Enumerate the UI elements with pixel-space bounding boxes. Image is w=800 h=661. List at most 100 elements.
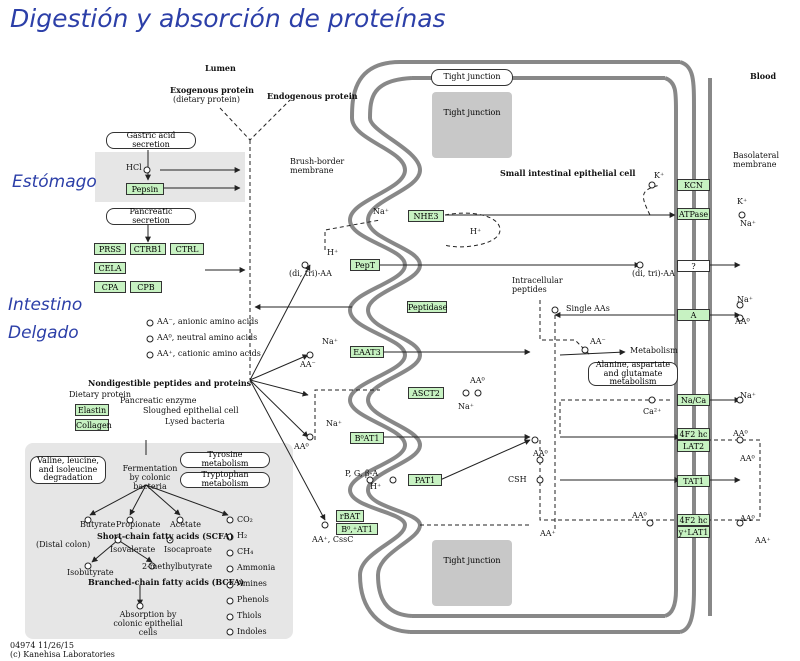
transporter-atpase[interactable]: ATPase [677, 208, 710, 220]
transporter-lat2[interactable]: LAT2 [677, 440, 710, 452]
aa-zero-cell: AA⁰ [533, 449, 548, 458]
aa-zero-b0at1: AA⁰ [294, 442, 309, 451]
transporter-ylat1[interactable]: y⁺LAT1 [677, 526, 710, 538]
pancreatic-enzyme-label: Pancreatic enzyme [120, 396, 197, 405]
nondigestible-title: Nondigestible peptides and proteins [88, 378, 252, 388]
aa-zero-lat2: AA⁰ [733, 429, 748, 438]
ion-h-pat1: H⁺ [370, 482, 382, 491]
transporter-b0at1[interactable]: B⁰AT1 [350, 432, 384, 444]
gas-ch4: CH₄ [237, 547, 254, 556]
ion-na-a-1: Na⁺ [737, 295, 753, 304]
endogenous-protein: Endogenous protein [267, 91, 358, 101]
lumen-label: Lumen [205, 63, 236, 73]
tyrosine-metabolism-box[interactable]: Tyrosine metabolism [180, 450, 270, 468]
aa-anionic: AA⁻, anionic amino acids [157, 317, 259, 326]
aa-zero-ylat1-blood: AA⁰ [740, 514, 755, 523]
tryptophan-metabolism-box[interactable]: Tryptophan metabolism [180, 470, 270, 488]
transporter-eaat3[interactable]: EAAT3 [350, 346, 384, 358]
transporter-asct2[interactable]: ASCT2 [408, 387, 444, 399]
scfa-label: Short-chain fatty acids (SCFA) [97, 531, 234, 541]
enzyme-ctrl[interactable]: CTRL [170, 243, 204, 255]
transporter-pept[interactable]: PepT [350, 259, 380, 271]
transporter-na-ca[interactable]: Na/Ca [677, 394, 710, 406]
pancreatic-secretion-box[interactable]: Pancreatic secretion [106, 207, 196, 225]
transporter-kcn[interactable]: KCN [677, 179, 710, 191]
transporter-4f2hc-1[interactable]: 4F2 hc [677, 428, 710, 440]
gas-phenols: Phenols [237, 595, 269, 604]
di-tri-aa-blood: (di, tri)-AA [632, 269, 675, 278]
butyrate-label: Butyrate [80, 520, 116, 529]
intracellular-peptides: Intracellular peptides [512, 276, 563, 294]
region-label-stomach: Estómago [12, 172, 97, 192]
gas-thiols: Thiols [237, 611, 262, 620]
enzyme-cela[interactable]: CELA [94, 262, 126, 274]
aa-minus-metabolism: AA⁻ [590, 337, 606, 346]
gastric-acid-secretion-box[interactable]: Gastric acid secretion [106, 131, 196, 149]
glutamate-metabolism-box[interactable]: Alanine, aspartate and glutamate metabol… [588, 360, 678, 386]
basolateral-membrane [664, 76, 678, 618]
page-title: Digestión y absorción de proteínas [10, 4, 446, 33]
di-tri-aa-lumen: (di, tri)-AA [289, 269, 332, 278]
gas-amines: Amines [237, 579, 267, 588]
enzyme-prss[interactable]: PRSS [94, 243, 126, 255]
transporter-b0plus-at1[interactable]: B⁰,⁺AT1 [336, 523, 378, 535]
methylbutyrate-label: 2-methylbutyrate [142, 562, 213, 571]
transporter-unknown[interactable]: ? [677, 260, 710, 272]
ion-na-naca: Na⁺ [740, 391, 756, 400]
fermentation-label: Fermentation by colonic bacteria [122, 464, 178, 491]
apical-membrane-outer [347, 60, 411, 634]
basolateral-label: Basolateral membrane [733, 151, 779, 169]
aa-plus-cssc: AA⁺, CssC [312, 535, 354, 544]
aa-neutral: AA⁰, neutral amino acids [157, 333, 258, 342]
sloughed-cell-label: Sloughed epithelial cell [143, 406, 239, 415]
elastin-box[interactable]: Elastin [75, 404, 109, 416]
propionate-label: Propionate [116, 520, 161, 529]
bcfa-label: Branched-chain fatty acids (BCFA) [88, 577, 244, 587]
enzyme-cpb[interactable]: CPB [130, 281, 162, 293]
csh-label: CSH [508, 475, 527, 484]
aa-plus-blood: AA⁺ [755, 536, 771, 545]
aa-zero-ylat1: AA⁰ [632, 511, 647, 520]
valine-degradation-box[interactable]: Valine, leucine, and isoleucine degradat… [30, 456, 106, 484]
ion-na-eaat3: Na⁺ [322, 337, 338, 346]
ion-na-asct2: Na⁺ [458, 402, 474, 411]
ion-k-atpase: K⁺ [737, 197, 748, 206]
transporter-pat1[interactable]: PAT1 [408, 474, 442, 486]
colon-region [25, 443, 293, 639]
isocaproate-label: Isocaproate [164, 545, 212, 554]
aa-zero-asct2: AA⁰ [470, 376, 485, 385]
transporter-rbat[interactable]: rBAT [336, 510, 364, 522]
cell-label: Small intestinal epithelial cell [500, 168, 636, 178]
transporter-tat1[interactable]: TAT1 [677, 475, 710, 487]
ion-na-nhe3: Na⁺ [373, 207, 389, 216]
enzyme-peptidase[interactable]: Peptidase [407, 301, 448, 313]
distal-colon-label: (Distal colon) [36, 540, 91, 549]
isovalerate-label: Isovalerate [110, 545, 156, 554]
basolateral-membrane-2 [679, 60, 696, 634]
ion-ca-naca: Ca²⁺ [643, 407, 662, 416]
dietary-protein-label: Dietary protein [69, 390, 131, 399]
tight-junction-legend[interactable]: Tight junction [431, 69, 513, 86]
stomach-region [95, 152, 245, 202]
collagen-box[interactable]: Collagen [75, 419, 112, 431]
transporter-4f2hc-2[interactable]: 4F2 hc [677, 514, 710, 526]
pepsin-box[interactable]: Pepsin [126, 183, 164, 195]
transporter-a[interactable]: A [677, 309, 710, 321]
tight-junction-top: Tight junction [432, 92, 512, 158]
aa-cationic: AA⁺, cationic amino acids [157, 349, 261, 358]
region-label-intestine: Intestino [8, 295, 83, 315]
region-label-small: Delgado [8, 323, 79, 343]
ion-na-atpase: Na⁺ [740, 219, 756, 228]
gas-indoles: Indoles [237, 627, 267, 636]
exogenous-protein-sub: (dietary protein) [173, 95, 240, 104]
enzyme-ctrb1[interactable]: CTRB1 [130, 243, 166, 255]
ion-na-b0at1: Na⁺ [326, 419, 342, 428]
transporter-nhe3[interactable]: NHE3 [408, 210, 444, 222]
enzyme-cpa[interactable]: CPA [94, 281, 126, 293]
gas-ammonia: Ammonia [237, 563, 276, 572]
footer-lab: (c) Kanehisa Laboratories [10, 650, 115, 659]
single-aas: Single AAs [566, 304, 610, 313]
absorption-label: Absorption by colonic epithelial cells [113, 610, 183, 637]
gas-co2: CO₂ [237, 515, 253, 524]
